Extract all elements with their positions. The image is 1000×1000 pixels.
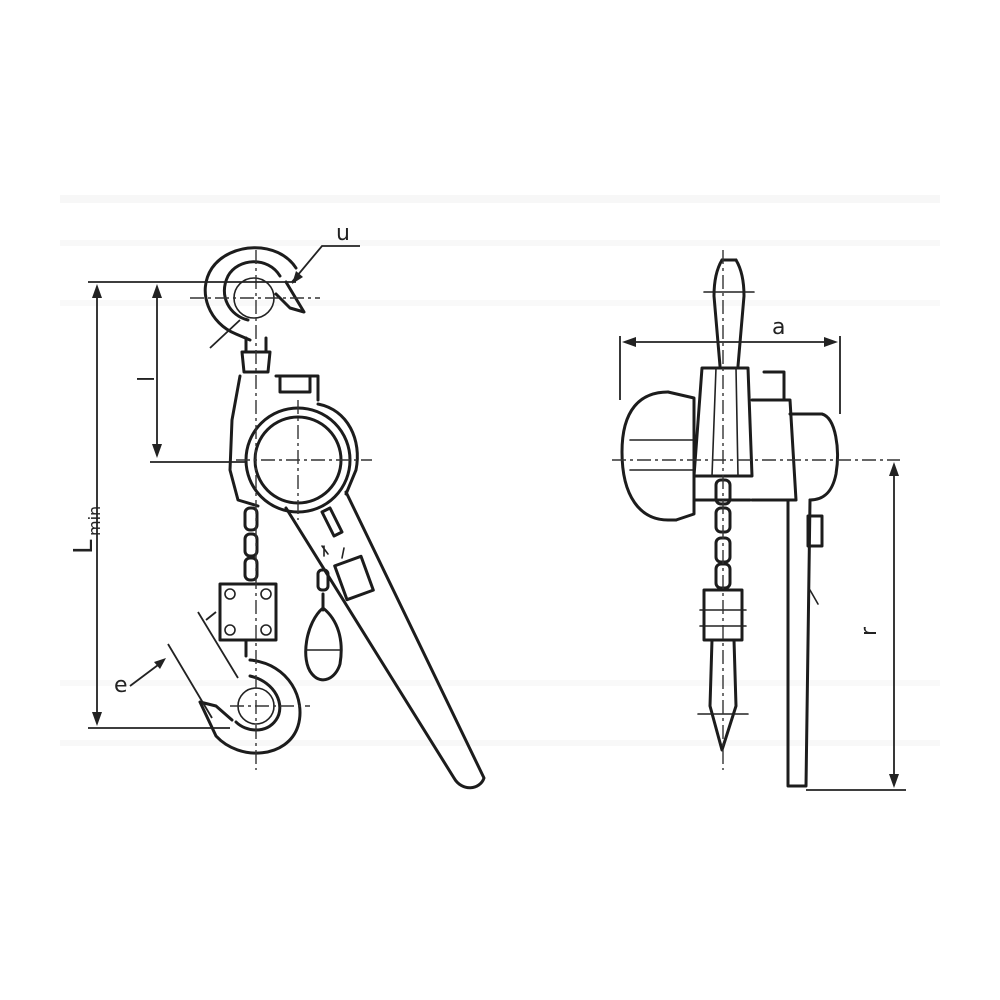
label-lmin-main: L — [69, 539, 99, 554]
side-top-hook — [703, 258, 755, 368]
front-centerlines — [190, 250, 372, 770]
dimension-a — [619, 336, 841, 414]
dimension-e-leader — [129, 611, 239, 719]
label-l: l — [135, 376, 160, 382]
dimension-r — [806, 462, 906, 791]
dimension-l — [140, 281, 296, 463]
load-chain — [243, 506, 259, 582]
label-lmin: L min — [69, 506, 104, 554]
side-centerlines — [612, 250, 900, 770]
dimension-lmin — [88, 281, 230, 729]
label-r: r — [857, 626, 882, 636]
chain-bucket — [304, 568, 343, 682]
top-hook — [203, 246, 306, 374]
side-body — [620, 366, 839, 522]
side-view: a r — [612, 250, 906, 791]
scan-texture — [60, 195, 940, 746]
label-a: a — [772, 315, 785, 340]
front-view: u l L min e — [69, 221, 486, 790]
hoist-body — [228, 374, 359, 514]
label-e: e — [114, 673, 128, 698]
side-lever — [786, 498, 824, 788]
label-u: u — [336, 221, 350, 246]
dimension-u-leader — [291, 245, 360, 284]
label-lmin-sub: min — [85, 506, 104, 536]
hook-leader — [209, 319, 241, 349]
lever-handle — [284, 490, 486, 790]
